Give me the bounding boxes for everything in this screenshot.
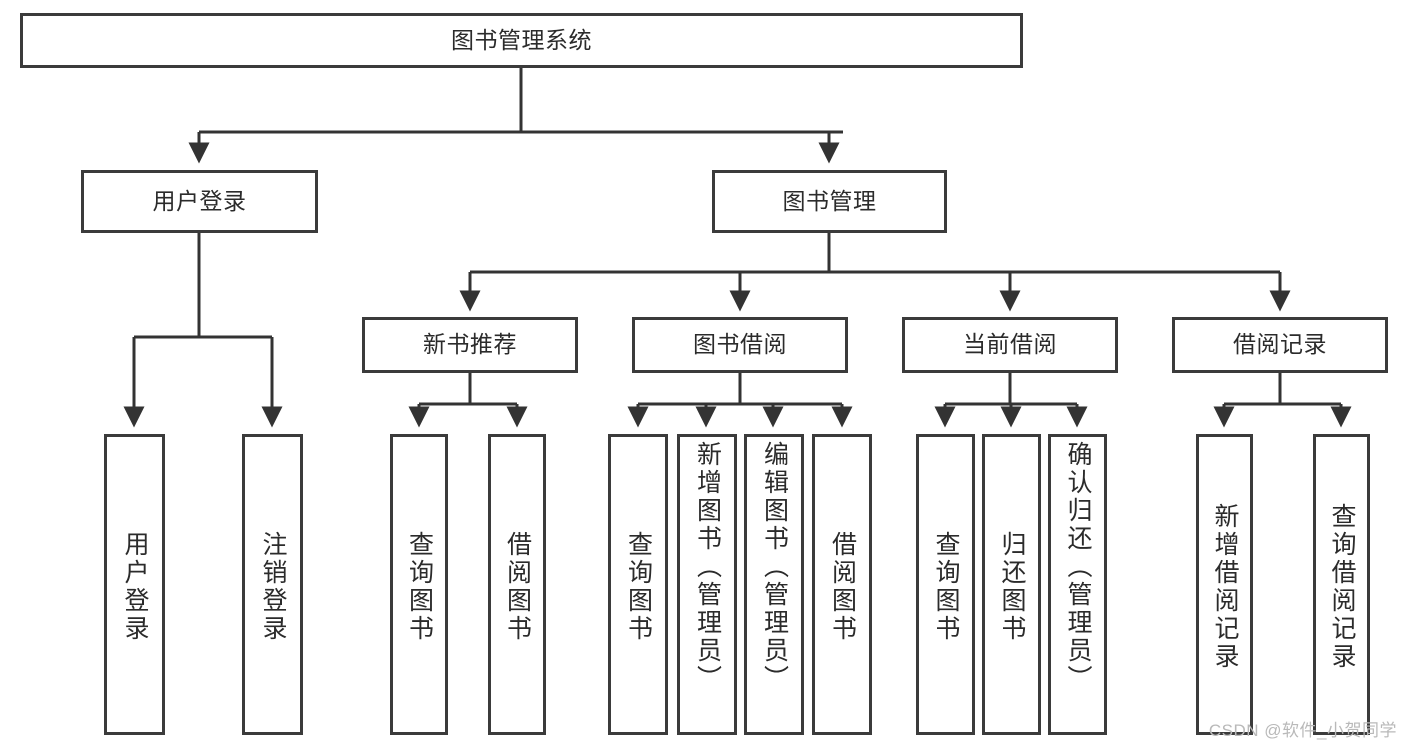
csdn-watermark: CSDN @软件_小贺同学 bbox=[1208, 721, 1397, 740]
leaf-query-book-current[interactable]: 查询图书 bbox=[916, 434, 975, 735]
node-root-system[interactable]: 图书管理系统 bbox=[20, 13, 1023, 68]
node-label: 查询图书 bbox=[405, 530, 434, 643]
leaf-logout-login[interactable]: 注销登录 bbox=[242, 434, 303, 735]
node-book-management[interactable]: 图书管理 bbox=[712, 170, 947, 233]
node-label: 图书借阅 bbox=[693, 331, 787, 358]
node-label: 编辑图书（管理员） bbox=[760, 441, 789, 693]
leaf-query-book-recommend[interactable]: 查询图书 bbox=[390, 434, 448, 735]
node-label: 新书推荐 bbox=[423, 331, 517, 358]
leaf-add-book-admin[interactable]: 新增图书（管理员） bbox=[677, 434, 737, 735]
node-label: 归还图书 bbox=[998, 530, 1026, 643]
node-current-borrow[interactable]: 当前借阅 bbox=[902, 317, 1118, 373]
leaf-query-book-borrow[interactable]: 查询图书 bbox=[608, 434, 668, 735]
leaf-borrow-book-borrow[interactable]: 借阅图书 bbox=[812, 434, 872, 735]
node-user-login[interactable]: 用户登录 bbox=[81, 170, 318, 233]
node-label: 查询借阅记录 bbox=[1328, 502, 1356, 671]
node-label: 用户登录 bbox=[152, 187, 247, 214]
node-label: 查询图书 bbox=[624, 530, 653, 643]
leaf-borrow-book-recommend[interactable]: 借阅图书 bbox=[488, 434, 546, 735]
node-label: 用户登录 bbox=[121, 530, 149, 643]
node-new-book-recommend[interactable]: 新书推荐 bbox=[362, 317, 578, 373]
node-label: 图书管理 bbox=[782, 187, 877, 214]
node-label: 新增借阅记录 bbox=[1211, 502, 1239, 671]
node-label: 借阅图书 bbox=[503, 530, 532, 643]
node-label: 查询图书 bbox=[932, 530, 960, 643]
leaf-user-login[interactable]: 用户登录 bbox=[104, 434, 165, 735]
leaf-return-book[interactable]: 归还图书 bbox=[982, 434, 1041, 735]
node-book-borrow[interactable]: 图书借阅 bbox=[632, 317, 848, 373]
node-label: 确认归还（管理员） bbox=[1064, 441, 1092, 693]
leaf-add-borrow-record[interactable]: 新增借阅记录 bbox=[1196, 434, 1253, 735]
leaf-confirm-return-admin[interactable]: 确认归还（管理员） bbox=[1048, 434, 1107, 735]
node-label: 当前借阅 bbox=[963, 331, 1057, 358]
node-borrow-record[interactable]: 借阅记录 bbox=[1172, 317, 1388, 373]
node-label: 注销登录 bbox=[259, 530, 287, 643]
leaf-edit-book-admin[interactable]: 编辑图书（管理员） bbox=[744, 434, 804, 735]
node-label: 借阅图书 bbox=[828, 530, 857, 643]
node-label: 新增图书（管理员） bbox=[693, 441, 722, 693]
node-label: 图书管理系统 bbox=[451, 26, 592, 53]
leaf-query-borrow-record[interactable]: 查询借阅记录 bbox=[1313, 434, 1370, 735]
node-label: 借阅记录 bbox=[1233, 331, 1327, 358]
